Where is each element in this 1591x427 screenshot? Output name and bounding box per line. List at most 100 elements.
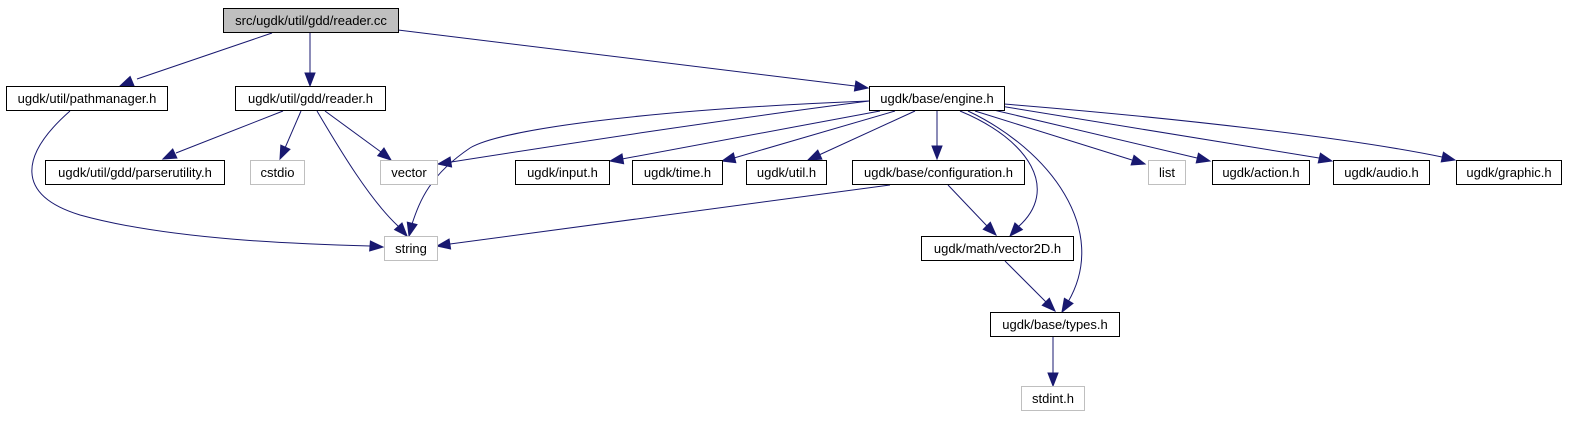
node-action[interactable]: ugdk/action.h xyxy=(1212,160,1310,185)
node-label: ugdk/math/vector2D.h xyxy=(934,241,1061,256)
node-label: ugdk/util/gdd/parserutility.h xyxy=(58,165,212,180)
edge-reader_cc-to-reader_h xyxy=(304,33,316,88)
edge-reader_h-to-vector xyxy=(324,110,393,161)
arrowhead-icon xyxy=(853,80,870,92)
node-label: ugdk/time.h xyxy=(644,165,711,180)
node-input[interactable]: ugdk/input.h xyxy=(515,160,610,185)
node-label: src/ugdk/util/gdd/reader.cc xyxy=(235,13,387,28)
node-label: ugdk/action.h xyxy=(1222,165,1299,180)
edge-engine-to-string xyxy=(406,100,870,238)
node-box xyxy=(746,160,827,185)
node-box xyxy=(45,160,225,185)
edge-line xyxy=(818,110,916,156)
arrowhead-icon xyxy=(1009,222,1024,238)
node-box xyxy=(1456,160,1562,185)
edge-engine-to-vector xyxy=(436,100,870,168)
arrowhead-icon xyxy=(608,153,625,165)
node-list[interactable]: list xyxy=(1148,160,1186,185)
node-string[interactable]: string xyxy=(384,236,438,261)
edge-reader_cc-to-pathmanager xyxy=(118,32,273,87)
node-vector[interactable]: vector xyxy=(380,160,438,185)
node-stdint[interactable]: stdint.h xyxy=(1021,386,1085,411)
node-label: ugdk/audio.h xyxy=(1344,165,1418,180)
node-label: ugdk/input.h xyxy=(527,165,598,180)
arrowhead-icon xyxy=(1041,297,1056,312)
node-box xyxy=(384,236,438,261)
node-audio[interactable]: ugdk/audio.h xyxy=(1333,160,1430,185)
arrowhead-icon xyxy=(1061,297,1074,314)
edge-line xyxy=(284,110,302,149)
node-box xyxy=(1333,160,1430,185)
node-box xyxy=(1212,160,1310,185)
node-box xyxy=(990,312,1120,337)
node-label: list xyxy=(1159,165,1175,180)
edge-types-to-stdint xyxy=(1047,337,1059,388)
node-label: ugdk/base/engine.h xyxy=(880,91,993,106)
node-reader_cc[interactable]: src/ugdk/util/gdd/reader.cc xyxy=(223,8,399,33)
edge-line xyxy=(316,110,399,227)
arrowhead-icon xyxy=(982,221,997,236)
edge-reader_h-to-string xyxy=(316,110,408,238)
arrowhead-icon xyxy=(1130,154,1147,166)
edge-line xyxy=(411,100,870,225)
arrowhead-icon xyxy=(436,156,453,168)
node-util[interactable]: ugdk/util.h xyxy=(746,160,827,185)
edge-line xyxy=(324,110,382,153)
edge-engine-to-time xyxy=(720,110,896,164)
arrowhead-icon xyxy=(720,152,737,164)
edge-reader_cc-to-engine xyxy=(397,29,870,92)
edge-line xyxy=(967,110,1083,303)
arrowhead-icon xyxy=(118,75,135,87)
node-box xyxy=(1148,160,1186,185)
arrowhead-icon xyxy=(369,240,385,252)
edge-line xyxy=(1004,260,1047,303)
node-vector2d[interactable]: ugdk/math/vector2D.h xyxy=(921,236,1074,261)
edge-line xyxy=(947,184,988,227)
node-box xyxy=(515,160,610,185)
edge-line xyxy=(31,110,371,247)
edge-line xyxy=(450,100,870,163)
arrowhead-icon xyxy=(1317,152,1334,164)
edge-line xyxy=(974,110,1133,161)
edge-line xyxy=(449,184,891,245)
node-box xyxy=(235,86,386,111)
node-box xyxy=(223,8,399,33)
edge-line xyxy=(136,32,273,80)
edge-line xyxy=(999,105,1320,159)
nodes-layer: src/ugdk/util/gdd/reader.cc ugdk/util/pat… xyxy=(6,8,1562,411)
node-label: ugdk/util/gdd/reader.h xyxy=(248,91,373,106)
edges-layer xyxy=(31,29,1457,388)
node-graphic[interactable]: ugdk/graphic.h xyxy=(1456,160,1562,185)
arrowhead-icon xyxy=(1195,152,1212,164)
arrowhead-icon xyxy=(406,221,418,238)
node-reader_h[interactable]: ugdk/util/gdd/reader.h xyxy=(235,86,386,111)
node-pathmanager[interactable]: ugdk/util/pathmanager.h xyxy=(6,86,168,111)
node-time[interactable]: ugdk/time.h xyxy=(632,160,723,185)
node-cstdio[interactable]: cstdio xyxy=(250,160,305,185)
node-label: ugdk/util.h xyxy=(757,165,816,180)
edge-line xyxy=(175,110,284,154)
node-parserutility[interactable]: ugdk/util/gdd/parserutility.h xyxy=(45,160,225,185)
node-label: ugdk/util/pathmanager.h xyxy=(18,91,157,106)
arrowhead-icon xyxy=(931,145,943,161)
edge-line xyxy=(397,29,856,87)
edge-reader_h-to-parserutility xyxy=(161,110,284,160)
edge-engine-to-action xyxy=(984,107,1212,164)
edge-reader_h-to-cstdio xyxy=(279,110,302,161)
edge-configuration-to-vector2d xyxy=(947,184,997,236)
node-box xyxy=(250,160,305,185)
arrowhead-icon xyxy=(393,222,408,238)
edge-engine-to-audio xyxy=(999,105,1334,164)
edge-engine-to-configuration xyxy=(931,111,943,161)
arrowhead-icon xyxy=(435,238,452,250)
node-types[interactable]: ugdk/base/types.h xyxy=(990,312,1120,337)
edge-line xyxy=(733,110,896,159)
arrowhead-icon xyxy=(161,148,178,160)
node-engine[interactable]: ugdk/base/engine.h xyxy=(869,86,1005,111)
edge-engine-to-list xyxy=(974,110,1147,166)
node-label: cstdio xyxy=(261,165,295,180)
node-configuration[interactable]: ugdk/base/configuration.h xyxy=(852,160,1025,185)
node-box xyxy=(852,160,1025,185)
node-label: stdint.h xyxy=(1032,391,1074,406)
